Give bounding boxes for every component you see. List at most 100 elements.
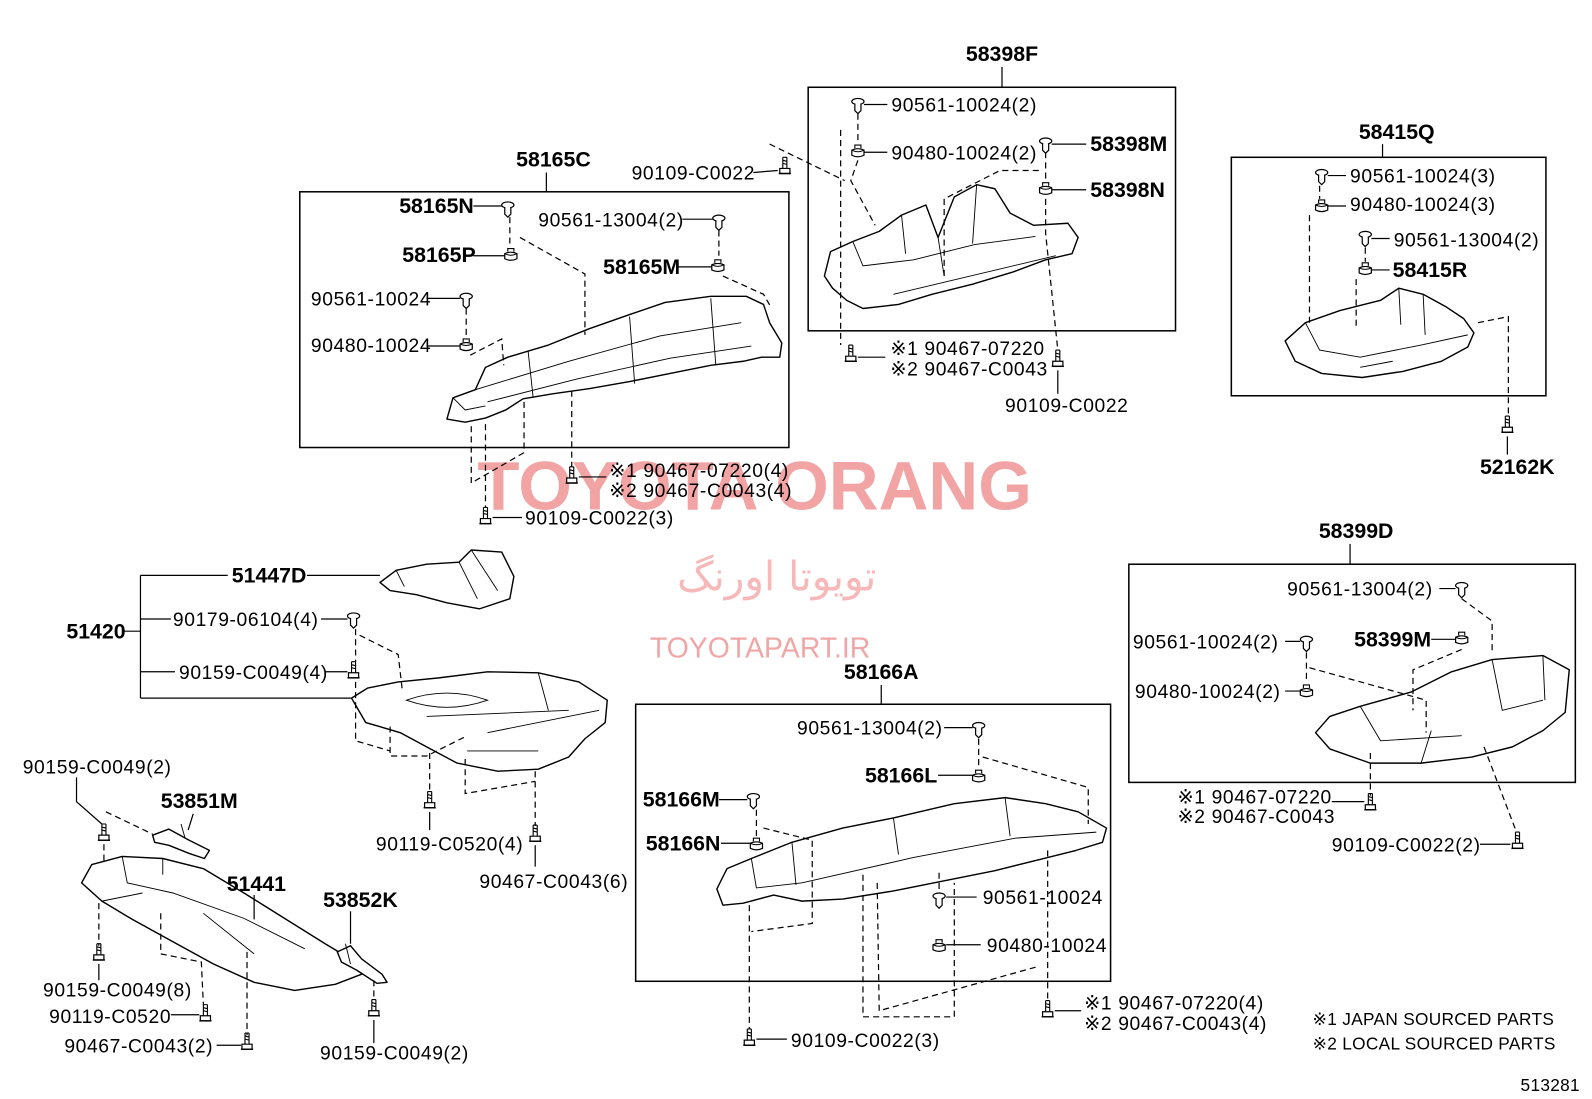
nut-icon xyxy=(504,248,518,261)
dashed-guide-line xyxy=(1308,185,1509,417)
bolt-icon xyxy=(1051,349,1065,368)
assembly-label: 58165C xyxy=(516,147,591,171)
part-label: 52162K xyxy=(1480,455,1555,479)
clip-icon xyxy=(1038,137,1053,154)
part-label: 90467-C0043(6) xyxy=(479,872,628,893)
clip-icon xyxy=(1358,230,1372,248)
leader-line xyxy=(718,726,1082,1040)
part-label: 58398M xyxy=(1090,132,1167,156)
footnote-local-sourced: ※2 LOCAL SOURCED PARTS xyxy=(1313,1033,1556,1053)
dashed-guide-line xyxy=(98,811,375,1036)
bolt-icon xyxy=(1500,415,1515,434)
assembly-label: 58415Q xyxy=(1359,120,1435,144)
part-label: 58166M xyxy=(643,788,720,812)
part-label: 90109-C0022(3) xyxy=(525,509,674,530)
part-label: 90109-C0022 xyxy=(632,164,755,185)
group-58399d: 58399D 90561-13004(2) 58399M 90561-10024… xyxy=(1128,519,1577,856)
bolt-icon xyxy=(198,1003,213,1022)
part-label: 51447D xyxy=(232,563,307,587)
part-label: 90561-13004(2) xyxy=(1394,231,1540,252)
bolt-icon xyxy=(367,998,381,1017)
nut-icon xyxy=(711,259,725,273)
group-58415q: 58415Q 90561-10024(3) 90480-10024(3) 905… xyxy=(1230,120,1555,479)
part-label: 90109-C0022(2) xyxy=(1332,835,1481,856)
part-label: 90480-10024(2) xyxy=(1135,682,1281,703)
group-58165c: 58165C 58165N 90561-13004(2) 58165P 5816… xyxy=(299,147,792,530)
clip-icon xyxy=(851,97,865,115)
bracket-53851m-part xyxy=(151,828,211,860)
rear-floor-under-cover-part xyxy=(1314,654,1570,764)
part-rib xyxy=(1359,655,1546,764)
clip-icon xyxy=(1314,168,1329,186)
part-label: 90480-10024(3) xyxy=(1350,195,1496,216)
part-label: 58398N xyxy=(1090,178,1165,202)
rear-under-cover-part xyxy=(1284,287,1475,379)
footnote-japan-sourced: ※1 JAPAN SOURCED PARTS xyxy=(1313,1009,1555,1029)
assembly-label: 58398F xyxy=(966,42,1038,66)
part-label: ※2 90467-C0043 xyxy=(890,359,1048,380)
clip-icon xyxy=(346,612,361,629)
clip-icon xyxy=(971,721,986,739)
bolt-icon xyxy=(843,344,858,362)
part-label: 90467-C0043(2) xyxy=(64,1036,213,1057)
part-label: 90159-C0049(4) xyxy=(179,663,328,684)
part-label: 90561-13004(2) xyxy=(1287,580,1433,601)
part-label: 90480-10024 xyxy=(987,936,1107,957)
bolt-icon xyxy=(778,156,792,175)
part-label: 90119-C0520(4) xyxy=(376,834,523,855)
nut-icon xyxy=(932,939,946,952)
bolt-icon xyxy=(422,790,437,809)
leader-line xyxy=(1327,174,1508,455)
part-label: ※1 90467-07220(4) xyxy=(1084,994,1264,1015)
part-rib xyxy=(344,943,351,965)
part-label: 58165N xyxy=(399,194,474,218)
part-label: 58415R xyxy=(1393,258,1468,282)
nut-icon xyxy=(851,144,865,158)
bolt-icon xyxy=(1510,831,1525,850)
nut-icon xyxy=(1454,631,1469,645)
nut-icon xyxy=(749,837,764,851)
part-rib xyxy=(1305,288,1468,368)
watermark-brand-persian: تویوتا اورنگ xyxy=(677,553,876,601)
nut-icon xyxy=(1314,199,1329,213)
bolt-icon xyxy=(346,660,361,679)
dashed-guide-line xyxy=(748,738,1089,1029)
part-rib xyxy=(404,672,600,752)
assembly-label: 58399D xyxy=(1319,519,1394,543)
part-label: 90561-10024 xyxy=(983,888,1103,909)
nut-icon xyxy=(1038,182,1053,195)
leader-line xyxy=(75,777,375,1046)
assembly-frame xyxy=(1230,156,1547,397)
part-label: 90561-10024 xyxy=(311,289,431,310)
group-58398f: 58398F 90561-10024(2) 90480-10024(2) 583… xyxy=(632,42,1177,417)
clip-icon xyxy=(501,201,515,218)
part-label: 90119-C0520 xyxy=(49,1007,171,1028)
part-rib xyxy=(101,856,306,955)
assembly-frame xyxy=(634,703,1112,983)
nut-icon xyxy=(971,769,986,783)
engine-side-cover-part xyxy=(379,549,515,610)
assembly-frame xyxy=(299,191,790,449)
part-label: 53851M xyxy=(161,789,238,813)
part-label: 58165M xyxy=(603,255,680,279)
part-label: 90561-10024(2) xyxy=(891,96,1037,117)
dashed-guide-line xyxy=(354,629,536,827)
part-label: 90561-13004(2) xyxy=(797,719,943,740)
bolt-icon xyxy=(1040,999,1055,1018)
part-label: ※2 90467-C0043(4) xyxy=(1084,1014,1267,1035)
assembly-label: 51420 xyxy=(66,619,125,643)
clip-icon xyxy=(1299,635,1314,653)
leader-line xyxy=(1285,587,1511,845)
part-label: 90109-C0022 xyxy=(1005,396,1128,417)
watermark-brand: TOYOTA ORANG xyxy=(477,447,1032,524)
part-label: 53852K xyxy=(323,888,398,912)
clip-icon xyxy=(1454,581,1469,599)
clip-icon xyxy=(746,792,761,810)
leader-line xyxy=(426,205,713,519)
bolt-icon xyxy=(92,943,106,961)
part-label: 90480-10024(2) xyxy=(891,143,1037,164)
clip-icon xyxy=(712,214,726,231)
part-rib xyxy=(180,823,186,839)
bolt-icon xyxy=(742,1028,757,1046)
